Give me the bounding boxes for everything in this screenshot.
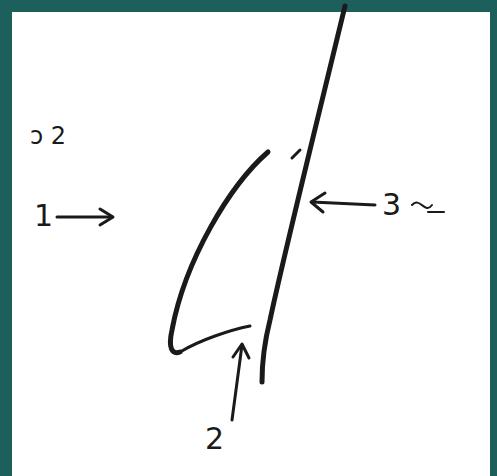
arrow-head: [233, 344, 249, 358]
leader-arrow: [312, 202, 375, 205]
callout-number: 3: [382, 190, 401, 220]
callout-number: 2: [205, 424, 224, 454]
callout-number: 1: [34, 201, 53, 231]
arrow-head: [311, 193, 325, 212]
paper-ground: [12, 12, 490, 476]
leaf-outline-left: [170, 152, 268, 353]
arrow-head: [100, 209, 113, 225]
stem-line: [262, 6, 345, 382]
stem-mark: [292, 150, 300, 158]
leader-arrow: [57, 216, 112, 219]
callout-number: ɔ 2: [30, 124, 66, 148]
scribble: [412, 203, 444, 212]
